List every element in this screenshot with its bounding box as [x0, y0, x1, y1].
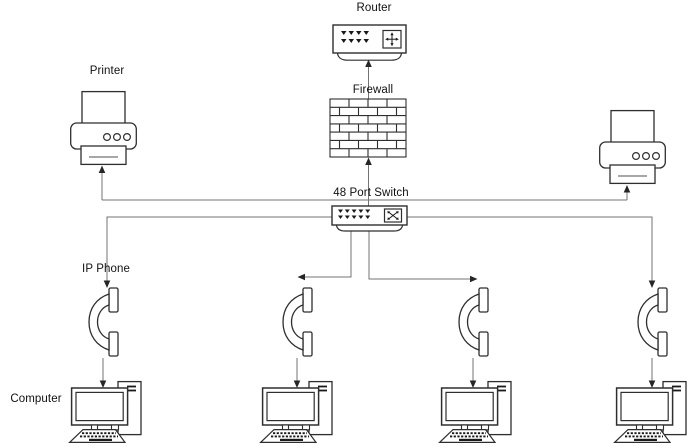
ip-phone-icon: [88, 287, 119, 357]
switch-icon: [331, 205, 408, 232]
connector-lines: [101, 66, 653, 381]
ip-phone-icon: [637, 287, 668, 357]
connector-arrowheads: [98, 59, 656, 388]
computer-icon: [68, 380, 142, 444]
ip-phone-icon: [458, 287, 489, 357]
firewall-label: Firewall: [352, 84, 394, 96]
switch-label: 48 Port Switch: [333, 187, 409, 199]
router-label: Router: [356, 2, 392, 14]
computer-label: Computer: [10, 393, 62, 405]
computer-icon: [438, 380, 512, 444]
router-icon: [332, 24, 407, 61]
ip-phone-icon: [282, 287, 313, 357]
ip-phone-label: IP Phone: [82, 263, 130, 275]
firewall-icon: [329, 98, 407, 158]
printer-icon: [599, 109, 666, 185]
computer-icon: [259, 380, 333, 444]
printer-icon: [69, 90, 137, 166]
printer-label: Printer: [89, 65, 125, 77]
computer-icon: [613, 380, 687, 444]
